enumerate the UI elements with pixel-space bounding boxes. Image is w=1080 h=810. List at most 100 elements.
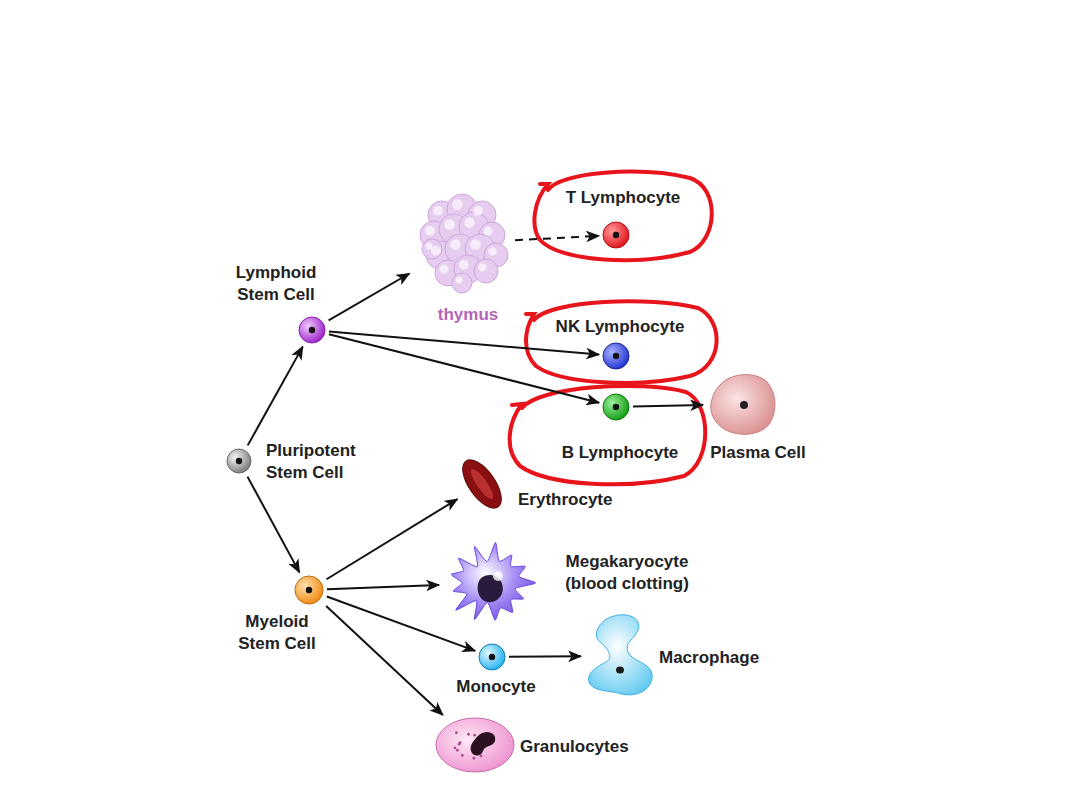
monocyte-cell-icon xyxy=(478,643,506,671)
granule xyxy=(454,747,457,750)
thymus-highlight xyxy=(444,219,455,230)
lymphocyte-cell: T Lymphocyte xyxy=(602,221,630,249)
thymus-highlight xyxy=(452,199,463,210)
lymphocyte-cell: NK Lymphocyte xyxy=(602,342,630,370)
cell-nucleus xyxy=(309,327,315,333)
megakaryocyte-cell-icon xyxy=(442,540,538,626)
cell-body xyxy=(299,317,325,343)
macrophage-cell-picture xyxy=(589,615,653,695)
cell-nucleus xyxy=(613,232,619,238)
cell-label: Erythrocyte xyxy=(518,489,612,511)
cell-body xyxy=(603,343,629,369)
lymphocyte-cell-picture xyxy=(603,343,629,369)
thymus-highlight xyxy=(478,263,486,271)
lymphocyte-cell: B Lymphocyte xyxy=(602,393,630,421)
granule xyxy=(459,741,462,744)
cell-nucleus xyxy=(489,654,495,660)
megakaryocyte-cell-picture xyxy=(451,542,535,620)
thymus-highlight xyxy=(425,226,435,236)
cell-label: Pluripotent Stem Cell xyxy=(266,440,378,484)
erythrocyte-center xyxy=(468,466,497,501)
arrow-connector xyxy=(329,334,599,402)
erythrocyte-cell-picture xyxy=(455,454,508,515)
stem-cell-icon xyxy=(298,316,326,344)
cell-label: thymus xyxy=(438,304,498,326)
macrophage-cell: Macrophage xyxy=(584,612,656,700)
erythrocyte-body xyxy=(455,454,508,515)
arrow-connector xyxy=(327,597,475,651)
arrow-connector xyxy=(326,606,443,715)
thymus-highlight xyxy=(450,239,461,250)
lymphocyte-cell-icon xyxy=(602,342,630,370)
annotation-loop xyxy=(526,301,717,383)
thymus-highlight xyxy=(456,277,463,284)
macrophage-body xyxy=(589,615,653,695)
lymphocyte-cell-icon xyxy=(602,221,630,249)
thymus-lobule xyxy=(422,239,442,259)
granule xyxy=(467,733,470,736)
lymphocyte-cell-icon xyxy=(602,393,630,421)
cell-nucleus xyxy=(616,667,624,674)
cell-nucleus xyxy=(306,587,312,593)
cell-body xyxy=(295,576,323,604)
thymus-highlight xyxy=(459,260,469,270)
lymphocyte-cell-picture xyxy=(603,394,629,420)
thymus-lobule xyxy=(474,259,498,283)
cell-body xyxy=(479,644,505,670)
macrophage-cell-icon xyxy=(584,612,656,700)
monocyte-cell: Monocyte xyxy=(478,643,506,671)
stem-cell: Pluripotent Stem Cell xyxy=(226,448,252,474)
arrow-connector xyxy=(247,477,299,573)
plasma-body xyxy=(711,375,775,435)
megakaryocyte-body xyxy=(451,542,535,620)
stem-cell-picture xyxy=(227,449,251,473)
granule xyxy=(472,757,475,760)
annotation-loops xyxy=(510,172,717,485)
cell-label: B Lymphocyte xyxy=(562,442,679,464)
cell-highlight xyxy=(493,571,503,581)
granule xyxy=(456,749,459,752)
cell-nucleus xyxy=(613,404,619,410)
arrow-connector xyxy=(509,655,581,658)
thymus-highlight xyxy=(426,243,433,250)
thymus-highlight xyxy=(464,217,475,228)
erythrocyte-cell: Erythrocyte xyxy=(460,456,504,512)
thymus-highlight xyxy=(470,239,481,250)
cell-label: Monocyte xyxy=(456,676,535,698)
granulocyte-cell: Granulocytes xyxy=(435,717,515,773)
cell-label: Granulocytes xyxy=(520,736,629,758)
granulocyte-cell-icon xyxy=(435,717,515,773)
plasma-cell: Plasma Cell xyxy=(706,371,778,437)
stem-cell-picture xyxy=(299,317,325,343)
cell-nucleus xyxy=(740,401,748,409)
thymus-highlight xyxy=(488,247,496,255)
stem-cell-picture xyxy=(295,576,323,604)
arrow-connector xyxy=(633,405,703,407)
arrow-connector xyxy=(327,499,458,579)
thymus-highlight xyxy=(431,246,441,256)
cell-nucleus xyxy=(236,458,242,464)
thymus-highlight xyxy=(484,227,493,236)
cell-label: Macrophage xyxy=(659,647,759,669)
cell-label: Megakaryocyte (blood clotting) xyxy=(552,551,702,595)
arrow-connector xyxy=(327,585,439,589)
thymus-highlight xyxy=(433,206,443,216)
cell-nucleus xyxy=(613,353,619,359)
plasma-cell-icon xyxy=(706,371,778,437)
cell-label: Myeloid Stem Cell xyxy=(227,611,327,655)
thymus-organ-icon xyxy=(412,193,512,293)
cell-label: NK Lymphocyte xyxy=(556,316,685,338)
granule xyxy=(480,755,483,758)
thymus-organ-picture xyxy=(420,194,508,293)
megakaryocyte-cell: Megakaryocyte (blood clotting) xyxy=(442,540,538,626)
thymus-highlight xyxy=(440,265,449,274)
granule xyxy=(473,734,476,737)
cell-body xyxy=(227,449,251,473)
dashed-arrow xyxy=(515,236,599,240)
stem-cell-icon xyxy=(294,575,324,605)
thymus-highlight xyxy=(473,206,483,216)
granulocyte-body xyxy=(436,718,514,772)
